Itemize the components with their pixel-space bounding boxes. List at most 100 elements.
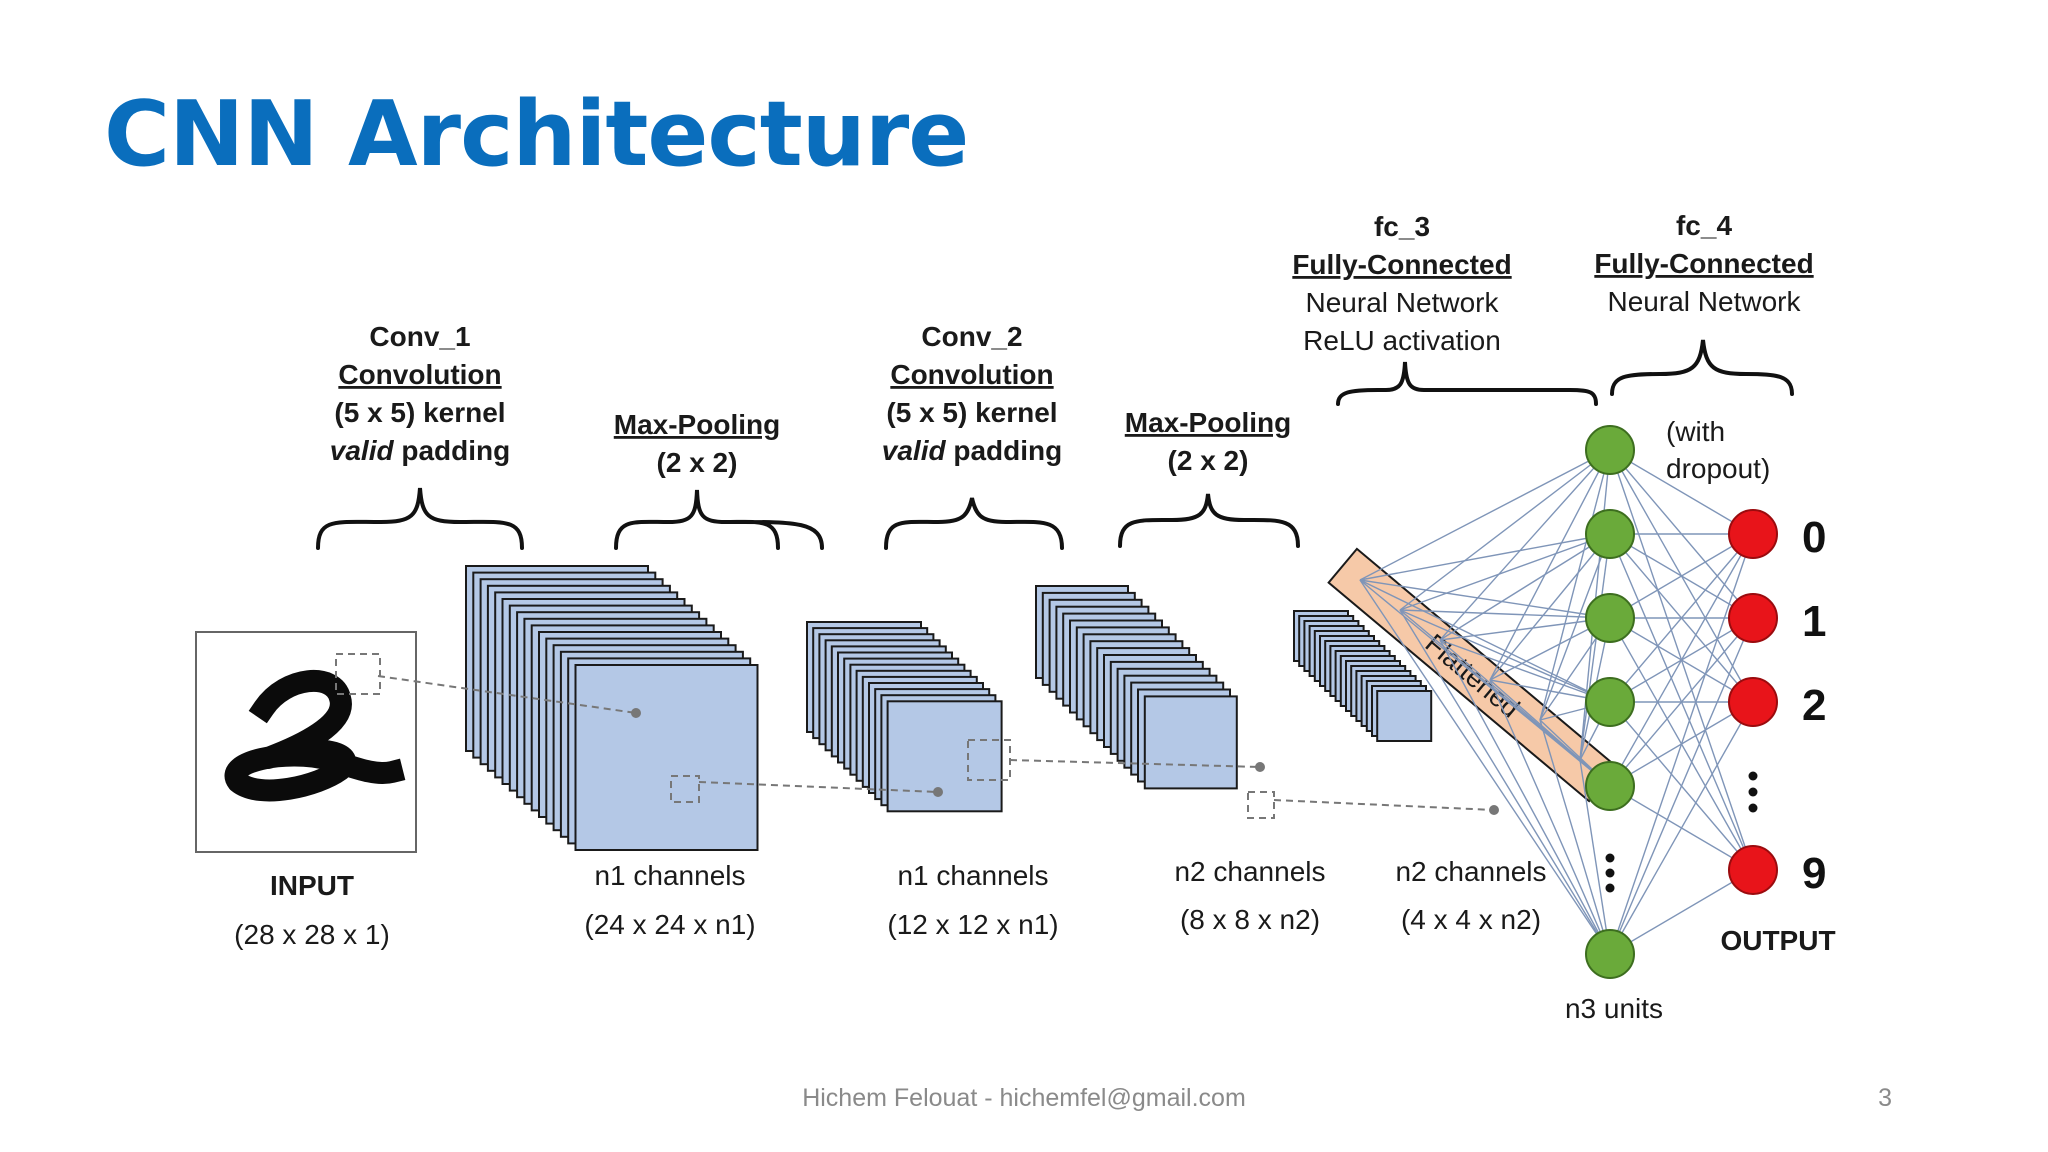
fc4-network: Neural Network <box>1608 286 1802 317</box>
fc4-name: fc_4 <box>1676 210 1732 241</box>
connection-line <box>1609 617 1754 787</box>
connection-line <box>1439 639 1611 703</box>
dropout-note: (with dropout) <box>1666 416 1770 484</box>
link-input-map1 <box>377 675 637 714</box>
output-node <box>1728 509 1778 559</box>
conv1-label: Conv_1 Convolution (5 x 5) kernel valid … <box>330 321 510 466</box>
conv2-padding-mode: valid <box>882 435 947 466</box>
hidden-node <box>1585 677 1635 727</box>
connection-line <box>1439 617 1611 641</box>
conv2-kernel: (5 x 5) kernel <box>886 397 1057 428</box>
pool1-size: (2 x 2) <box>657 447 738 478</box>
connection-line <box>1609 449 1754 535</box>
conv1-padding-mode: valid <box>330 435 395 466</box>
conv1-brace <box>316 487 524 550</box>
map1-dims: (24 x 24 x n1) <box>584 909 755 940</box>
output-node <box>1728 845 1778 895</box>
connection-line <box>1609 869 1754 955</box>
fc4-type: Fully-Connected <box>1594 248 1813 279</box>
hidden-node <box>1585 509 1635 559</box>
connection-line <box>1609 701 1754 955</box>
connection-line <box>1609 533 1754 703</box>
output-label-9: 9 <box>1802 849 1826 898</box>
feature-map-slice <box>574 664 759 851</box>
input-dims: (28 x 28 x 1) <box>234 919 390 950</box>
connection-line <box>1539 719 1611 955</box>
conv2-padding: valid padding <box>882 435 1062 466</box>
link-map3-map4 <box>1273 799 1495 811</box>
connection-line <box>1439 533 1611 641</box>
map2-caption: n1 channels <box>897 860 1048 891</box>
receptive-field-links <box>377 675 1499 819</box>
map4-dims: (4 x 4 x n2) <box>1401 904 1541 935</box>
link-map1-map2 <box>698 781 939 793</box>
footer-credit: Hichem Felouat - hichemfel@gmail.com <box>802 1084 1246 1112</box>
pool2-brace <box>1118 493 1300 548</box>
connection-line <box>1399 533 1611 611</box>
map1-caption: n1 channels <box>594 860 745 891</box>
map3-caption: n2 channels <box>1174 856 1325 887</box>
map1-pool-window <box>670 775 700 803</box>
connection-line <box>1609 533 1754 787</box>
input-receptive-field <box>335 653 381 695</box>
link-dot-1 <box>631 708 641 718</box>
pool1-brace <box>614 489 824 550</box>
connection-line <box>1539 449 1611 721</box>
output-node <box>1728 677 1778 727</box>
fc4-label: fc_4 Fully-Connected Neural Network <box>1594 210 1813 317</box>
connection-line <box>1609 533 1754 955</box>
connection-line <box>1359 533 1611 581</box>
map4-caption: n2 channels <box>1395 856 1546 887</box>
connection-line <box>1399 609 1611 619</box>
fc3-name: fc_3 <box>1374 211 1430 242</box>
pool2-name: Max-Pooling <box>1125 407 1291 438</box>
feature-map-stack-2 <box>806 621 1003 813</box>
fc3-type: Fully-Connected <box>1292 249 1511 280</box>
connection-line <box>1579 759 1611 955</box>
hidden-units-caption: n3 units <box>1565 993 1663 1024</box>
connection-line <box>1439 639 1611 955</box>
feature-map-slice <box>1376 690 1433 742</box>
connection-line <box>1609 617 1754 955</box>
connection-line <box>1489 679 1611 955</box>
conv2-padding-word: padding <box>946 435 1063 466</box>
feature-map-stack-1 <box>465 565 759 851</box>
feature-map-slice <box>1143 695 1238 790</box>
fc3-activation: ReLU activation <box>1303 325 1501 356</box>
output-layer-nodes <box>1728 509 1778 895</box>
conv1-padding: valid padding <box>330 435 510 466</box>
connection-line <box>1359 449 1611 581</box>
hidden-node <box>1585 593 1635 643</box>
output-ellipsis <box>1748 771 1758 813</box>
output-label-2: 2 <box>1802 681 1826 730</box>
page-number: 3 <box>1878 1084 1892 1112</box>
feature-map-stack-3 <box>1035 585 1238 790</box>
conv1-type: Convolution <box>338 359 501 390</box>
dropout-line-2: dropout) <box>1666 453 1770 484</box>
fc3-label: fc_3 Fully-Connected Neural Network ReLU… <box>1292 211 1511 356</box>
pool1-name: Max-Pooling <box>614 409 780 440</box>
input-caption: INPUT <box>270 870 354 901</box>
connection-line <box>1359 579 1611 703</box>
feature-map-slice <box>886 700 1003 813</box>
hidden-node <box>1585 425 1635 475</box>
map3-pool-window <box>1247 791 1275 819</box>
fc4-brace <box>1610 339 1794 396</box>
connection-line <box>1489 449 1611 681</box>
link-dot-4 <box>1489 805 1499 815</box>
map2-dims: (12 x 12 x n1) <box>887 909 1058 940</box>
hidden-node <box>1585 761 1635 811</box>
output-caption: OUTPUT <box>1720 925 1835 956</box>
dense-connections <box>1359 449 1754 955</box>
fc3-network: Neural Network <box>1306 287 1500 318</box>
output-label-1: 1 <box>1802 597 1826 646</box>
pool2-size: (2 x 2) <box>1168 445 1249 476</box>
link-dot-3 <box>1255 762 1265 772</box>
conv2-name: Conv_2 <box>921 321 1022 352</box>
conv2-type: Convolution <box>890 359 1053 390</box>
link-map2-map3 <box>1009 759 1261 768</box>
feature-map-stack-4 <box>1293 610 1433 742</box>
conv2-brace <box>884 497 1064 550</box>
hidden-ellipsis <box>1605 853 1615 893</box>
